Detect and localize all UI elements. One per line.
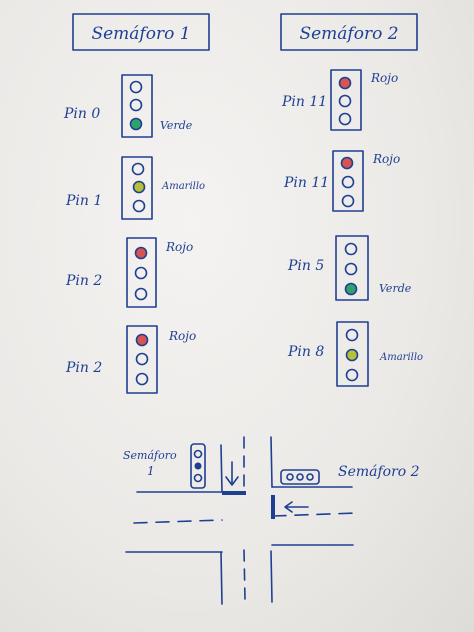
signal-2-lamp (286, 473, 294, 481)
pin-label: Pin 11 (281, 94, 327, 110)
lamp-middle (344, 262, 358, 276)
lane-divider (243, 549, 246, 601)
signal-2-lamp (296, 473, 304, 481)
arrow-left-icon (284, 501, 309, 513)
traffic-light-r2: Pin 11 Rojo (283, 150, 400, 212)
lamp-bottom-green (129, 117, 143, 131)
road-edge (220, 551, 223, 605)
traffic-light-housing (121, 74, 153, 138)
pin-label: Pin 8 (287, 344, 324, 360)
lamp-middle (134, 266, 148, 280)
header-semaforo-2: Semáforo 2 (280, 13, 418, 51)
header-box-2 (280, 13, 418, 51)
state-label: Amarillo (379, 352, 423, 363)
state-label: Rojo (370, 71, 398, 85)
road-edge (270, 436, 273, 488)
traffic-light-housing (126, 237, 157, 308)
header-title-2: Semáforo 2 (299, 24, 398, 44)
lamp-bottom-green (344, 282, 358, 296)
state-label: Verde (160, 119, 193, 132)
state-label: Verde (379, 282, 412, 295)
lamp-top-red (338, 76, 352, 90)
road-edge (220, 444, 223, 493)
traffic-light-l4: Pin 2 Rojo (65, 325, 196, 394)
lamp-middle (129, 98, 143, 112)
intersection-sketch: Semáforo 1 Semáforo 2 (123, 436, 420, 605)
signal-1-label: Semáforo (123, 449, 177, 462)
traffic-light-housing (335, 235, 369, 301)
signal-1-lamp (193, 473, 203, 483)
pin-label: Pin 1 (65, 193, 102, 209)
lamp-top (129, 80, 143, 94)
state-label: Rojo (165, 240, 193, 254)
lamp-top (344, 242, 358, 256)
signal-1-housing (190, 443, 206, 489)
pin-label: Pin 11 (283, 175, 329, 191)
lamp-middle (341, 175, 355, 189)
pin-label: Pin 2 (65, 360, 102, 376)
traffic-light-l2: Pin 1 Amarillo (65, 156, 205, 220)
pin-label: Pin 5 (287, 258, 324, 274)
state-label: Rojo (372, 152, 400, 166)
header-semaforo-1: Semáforo 1 (72, 13, 210, 51)
lane-divider (133, 519, 223, 524)
state-label: Amarillo (161, 181, 205, 192)
lamp-bottom (134, 287, 148, 301)
pin-label: Pin 2 (65, 273, 102, 289)
lamp-bottom (345, 368, 359, 382)
lamp-bottom (132, 199, 146, 213)
header-box-1 (72, 13, 210, 51)
signal-2-label: Semáforo 2 (338, 464, 420, 480)
signal-1-number: 1 (147, 464, 155, 478)
traffic-light-r3: Pin 5 Verde (287, 235, 412, 301)
signal-2-housing (280, 469, 320, 485)
lamp-middle-yellow (345, 348, 359, 362)
traffic-light-l3: Pin 2 Rojo (65, 237, 193, 308)
lamp-top (131, 162, 145, 176)
lane-divider (272, 512, 357, 517)
signal-1-lamp (193, 449, 203, 459)
traffic-light-r1: Pin 11 Rojo (281, 69, 398, 131)
lamp-top-red (340, 156, 354, 170)
signal-2-lamp (306, 473, 314, 481)
road-edge (270, 550, 273, 603)
lamp-middle (135, 352, 149, 366)
lamp-middle (338, 94, 352, 108)
traffic-light-housing (126, 325, 158, 394)
header-title-1: Semáforo 1 (91, 24, 190, 44)
traffic-light-housing (336, 321, 369, 387)
lamp-top-red (134, 246, 148, 260)
traffic-light-housing (332, 150, 364, 212)
signal-1-lamp (194, 462, 202, 470)
state-label: Rojo (168, 329, 196, 343)
lamp-bottom (338, 112, 352, 126)
pin-label: Pin 0 (63, 106, 100, 122)
lamp-middle-yellow (132, 180, 146, 194)
lamp-top (345, 328, 359, 342)
traffic-light-l1: Pin 0 Verde (63, 74, 193, 138)
lamp-top-red (135, 333, 149, 347)
traffic-light-r4: Pin 8 Amarillo (287, 321, 423, 387)
traffic-light-housing (330, 69, 362, 131)
traffic-light-housing (121, 156, 153, 220)
lamp-bottom (135, 372, 149, 386)
arrow-down-icon (225, 461, 239, 486)
lamp-bottom (341, 194, 355, 208)
